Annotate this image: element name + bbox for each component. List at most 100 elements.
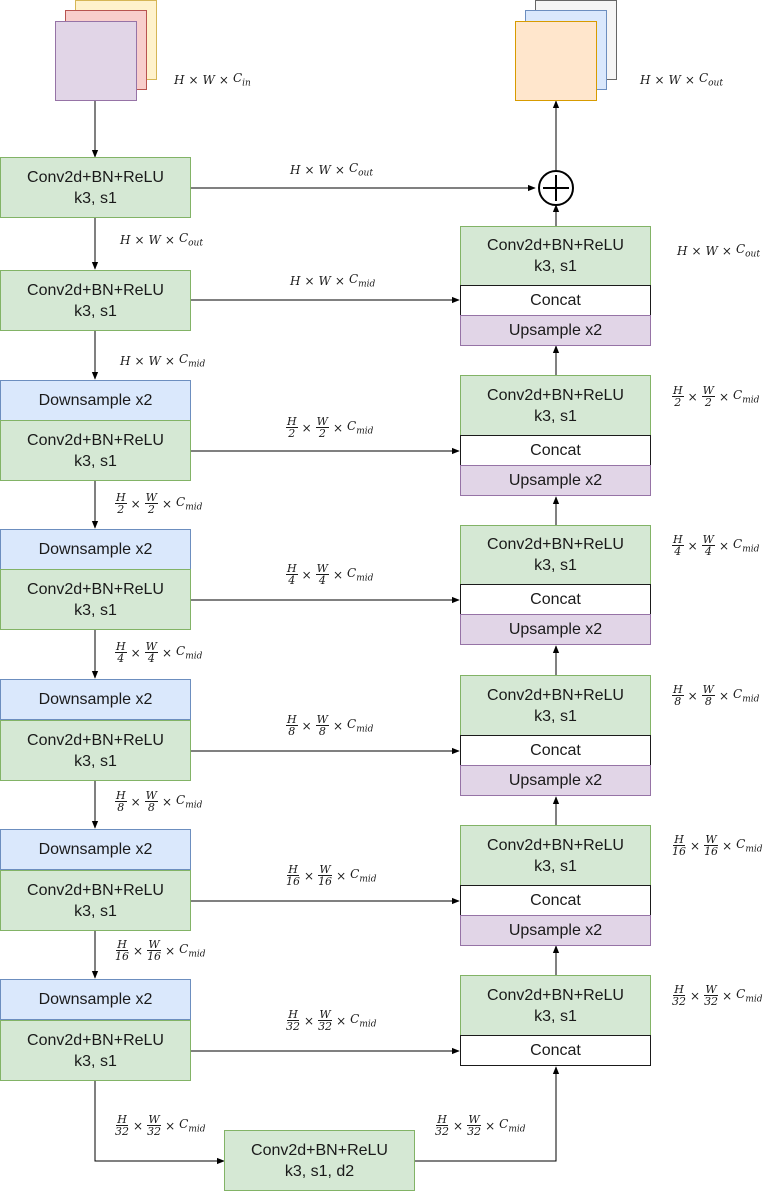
dim-label-skip2: H×W×Cmid (290, 272, 375, 289)
dim-label-dec5-width-numerator: W (704, 833, 718, 846)
dim-label-dec2-width-denominator: 2 (704, 396, 712, 409)
enc3-kernel-label: k3, s1 (74, 452, 117, 470)
dim-label-enc3-out-height-numerator: H (115, 491, 127, 504)
dim-label-enc6-out-height-numerator: H (116, 938, 128, 951)
dim-label-skip5-height-denominator: 8 (288, 725, 296, 738)
dim-label-enc4-out-channel-subscript: mid (185, 651, 203, 662)
dim-label-output-channel-symbol: C (698, 71, 709, 85)
enc5-conv-block: Conv2d+BN+ReLU k3, s1 (0, 720, 191, 781)
enc5-downsample-block: Downsample x2 (0, 679, 191, 720)
enc1-conv-block: Conv2d+BN+ReLU k3, s1 (0, 157, 191, 218)
dim-label-skip4-height-numerator: H (286, 562, 298, 575)
dec4-conv-label: Conv2d+BN+ReLU (487, 686, 624, 704)
dim-label-dec5-channels: Cmid (736, 837, 762, 854)
dim-label-dec1: H×W×Cout (677, 242, 760, 259)
dim-label-skip3-height-numerator: H (286, 415, 298, 428)
dim-label-skip2-channel-subscript: mid (358, 279, 376, 290)
dec1-concat-block: Concat (460, 285, 651, 316)
dim-label-skip7-times-2: × (336, 1013, 347, 1028)
dim-label-enc1-out-width: W (148, 232, 161, 247)
dim-label-dec4-width-denominator: 8 (704, 695, 712, 708)
dec5-upsample-block: Upsample x2 (460, 915, 651, 946)
enc2-conv-label: Conv2d+BN+ReLU (27, 281, 164, 299)
dim-label-skip7-channels: Cmid (350, 1012, 376, 1029)
dec5-conv-label: Conv2d+BN+ReLU (487, 836, 624, 854)
dim-label-skip1-channel-symbol: C (348, 161, 359, 175)
dec2-concat-label: Concat (530, 442, 581, 459)
dim-label-dec1-channel-subscript: out (745, 249, 760, 260)
dim-label-enc7-out-times-2: × (165, 1118, 176, 1133)
dim-label-bottleneck-out-channel-subscript: mid (508, 1124, 526, 1135)
dec3-upsample-label: Upsample x2 (508, 621, 603, 638)
dim-label-output-times-2: × (684, 72, 695, 87)
enc4-conv-block: Conv2d+BN+ReLU k3, s1 (0, 569, 191, 630)
dim-label-output-channels: Cout (699, 71, 723, 88)
dim-label-enc1-out-height: H (120, 232, 131, 247)
dim-label-dec3-times-1: × (687, 538, 698, 553)
dim-label-skip5-channel-symbol: C (347, 716, 357, 731)
dim-label-enc5-out-channel-symbol: C (176, 792, 186, 807)
dim-label-output-channel-subscript: out (708, 78, 723, 89)
dim-label-skip7-height-denominator: 32 (286, 1020, 300, 1033)
bottleneck-conv-label: Conv2d+BN+ReLU (251, 1141, 388, 1159)
dim-label-skip1-height: H (290, 162, 301, 177)
dec6-conv-label: Conv2d+BN+ReLU (487, 986, 624, 1004)
dim-label-enc5-out-height-denominator: 8 (117, 801, 125, 814)
dim-label-enc1-out-times-1: × (134, 232, 145, 247)
dim-label-skip2-times-2: × (334, 273, 345, 288)
dim-label-skip2-width: W (318, 273, 331, 288)
dim-label-input-width: W (202, 72, 215, 87)
dim-label-enc2-out-channel-symbol: C (178, 352, 189, 366)
dim-label-enc3-out-channel-symbol: C (176, 494, 186, 509)
dim-label-enc4-out-channels: Cmid (176, 644, 202, 661)
dim-label-skip6-times-1: × (304, 868, 315, 883)
enc5-downsample-label: Downsample x2 (38, 691, 153, 708)
dim-label-enc2-out-times-1: × (134, 353, 145, 368)
dim-label-dec1-times-2: × (721, 243, 732, 258)
dim-label-dec4-channels: Cmid (733, 687, 759, 704)
dim-label-enc4-out-height-numerator: H (115, 640, 127, 653)
enc2-kernel-label: k3, s1 (74, 302, 117, 320)
dec4-upsample-block: Upsample x2 (460, 765, 651, 796)
dim-label-dec6-channels: Cmid (736, 987, 762, 1004)
enc7-kernel-label: k3, s1 (74, 1052, 117, 1070)
dim-label-dec5-height-numerator: H (673, 833, 685, 846)
dim-label-input-times-1: × (188, 72, 199, 87)
dim-label-dec3-height-denominator: 4 (674, 545, 682, 558)
dim-label-skip3-times-1: × (301, 420, 312, 435)
dim-label-output: H×W×Cout (640, 71, 723, 88)
dim-label-dec3-channel-subscript: mid (742, 544, 760, 555)
dim-label-enc3-out-times-1: × (130, 496, 141, 511)
dim-label-dec3-width-denominator: 4 (704, 545, 712, 558)
enc6-conv-label: Conv2d+BN+ReLU (27, 881, 164, 899)
dim-label-dec5-height-denominator: 16 (672, 845, 686, 858)
bottleneck-conv-block: Conv2d+BN+ReLU k3, s1, d2 (224, 1130, 415, 1191)
dim-label-dec3-height-numerator: H (672, 533, 684, 546)
dim-label-enc6-out-width-numerator: W (147, 938, 161, 951)
dim-label-output-height: H (640, 72, 651, 87)
dec4-concat-label: Concat (530, 742, 581, 759)
enc1-conv-label: Conv2d+BN+ReLU (27, 168, 164, 186)
dim-label-enc4-out-channel-symbol: C (176, 643, 186, 658)
dim-label-enc5-out-height-numerator: H (115, 789, 127, 802)
dim-label-skip5-times-1: × (301, 718, 312, 733)
dim-label-enc6-out-width-denominator: 16 (147, 950, 162, 963)
dim-label-enc3-out-channels: Cmid (176, 495, 202, 512)
enc4-kernel-label: k3, s1 (74, 601, 117, 619)
dim-label-enc2-out: H×W×Cmid (120, 352, 205, 369)
dim-label-dec4-times-1: × (687, 688, 698, 703)
